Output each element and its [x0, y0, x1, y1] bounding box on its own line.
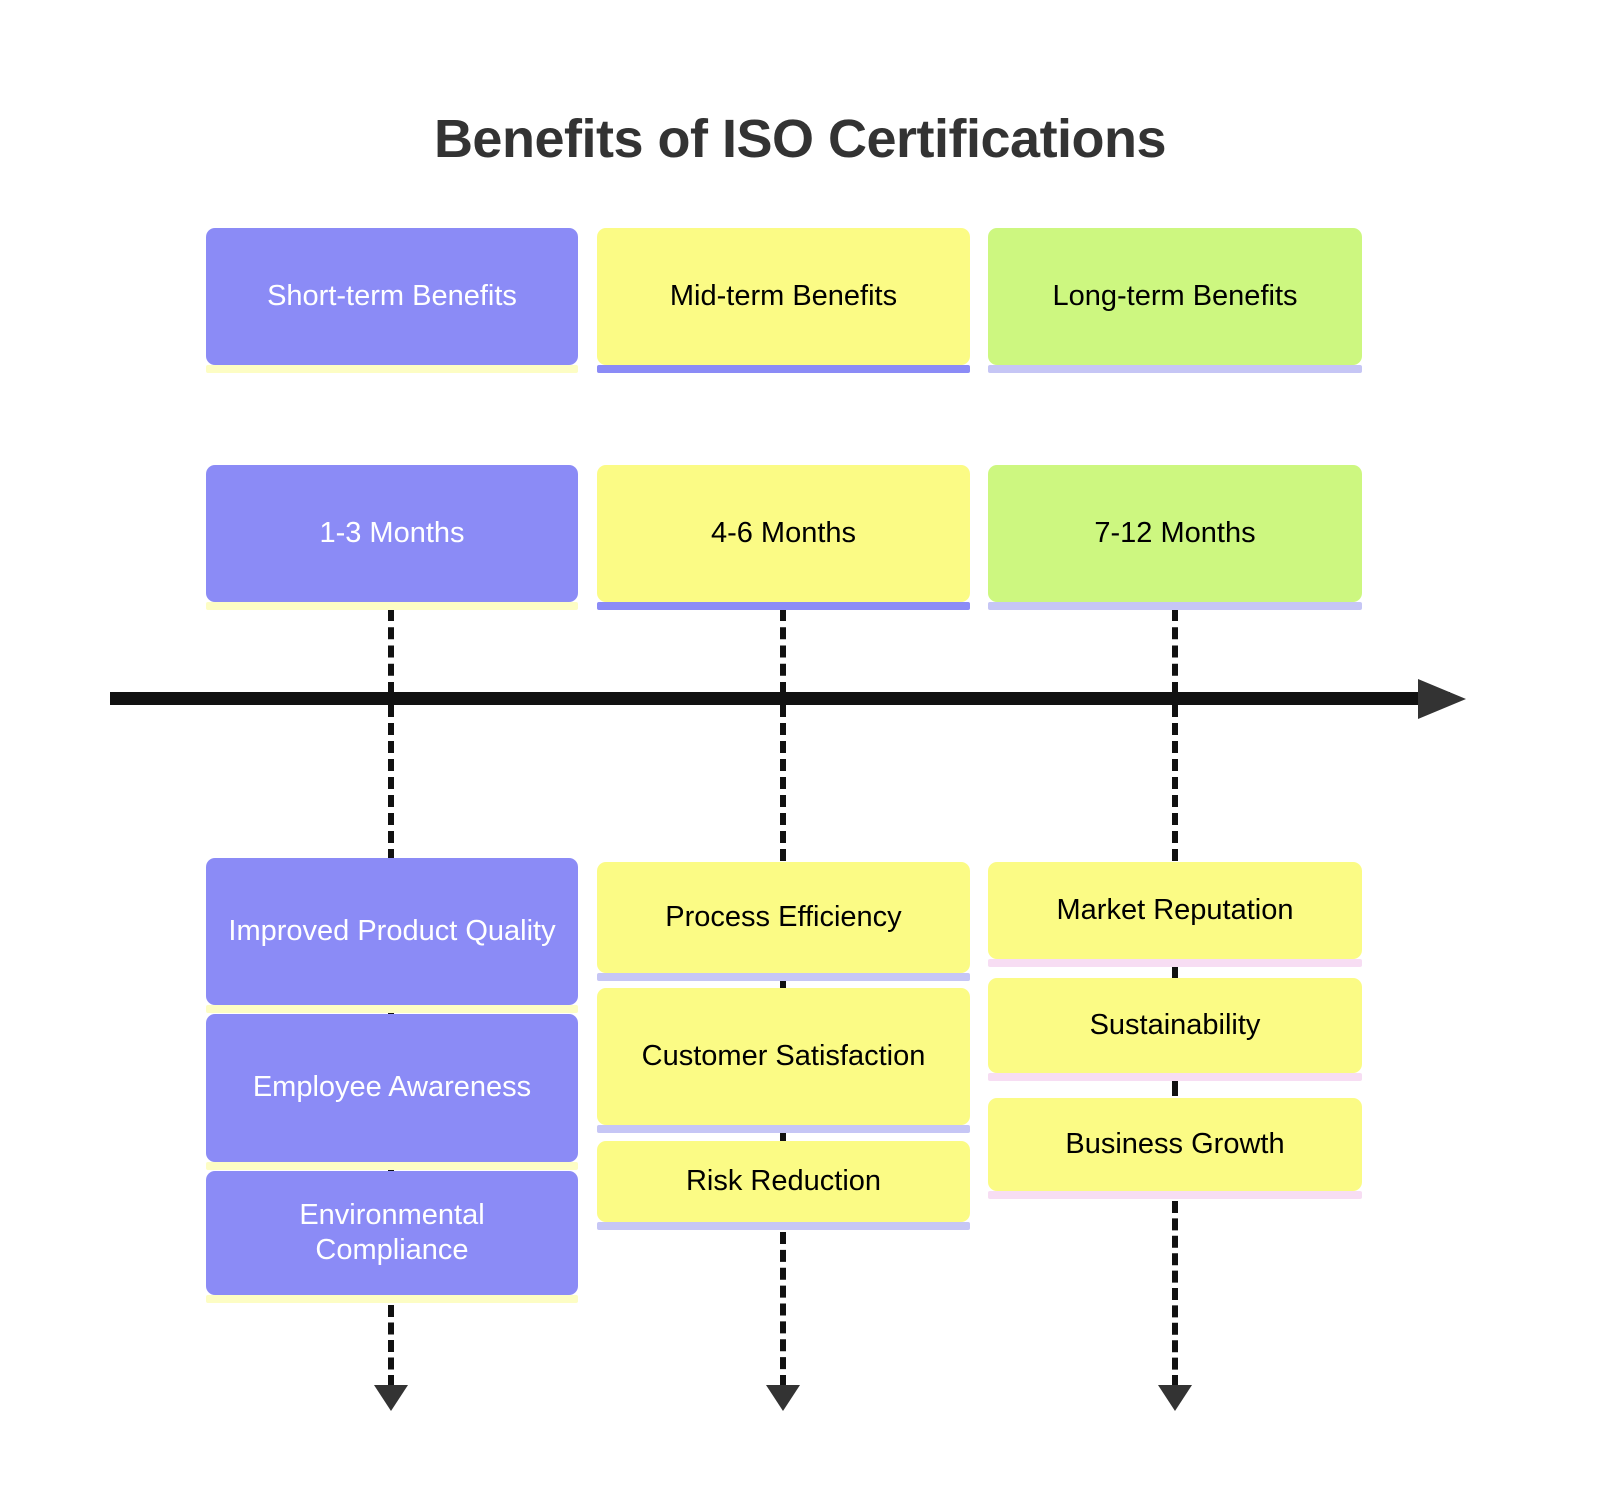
connector-line-col1-lower [388, 705, 394, 861]
timeframe-4-6-months: 4-6 Months [597, 465, 970, 602]
benefit-card: Environmental Compliance [206, 1171, 578, 1295]
timeframe-accent-bar [206, 602, 578, 610]
benefit-accent-bar [597, 1222, 970, 1230]
column-header-label: Long-term Benefits [1052, 279, 1298, 312]
connector-line-col3-gap2 [1172, 1073, 1178, 1096]
connector-arrowhead-col3 [1158, 1385, 1192, 1411]
benefit-accent-bar [988, 1073, 1362, 1081]
connector-line-col3-lower [1172, 705, 1178, 861]
column-header-label: Short-term Benefits [267, 279, 517, 312]
benefit-card: Employee Awareness [206, 1014, 578, 1162]
column-header-long-term: Long-term Benefits [988, 228, 1362, 365]
timeframe-label: 7-12 Months [1094, 516, 1256, 549]
column-header-label: Mid-term Benefits [669, 279, 898, 312]
connector-line-col3-gap1 [1172, 959, 1178, 981]
connector-line-col2-lower [780, 705, 786, 861]
connector-line-col2-upper [780, 609, 786, 694]
connector-line-col1-gap1 [388, 1005, 394, 1021]
benefit-label: Improved Product Quality [228, 914, 556, 947]
benefit-label: Customer Satisfaction [641, 1039, 926, 1072]
timeframe-label: 4-6 Months [710, 516, 857, 549]
timeline-axis [110, 692, 1450, 705]
timeframe-1-3-months: 1-3 Months [206, 465, 578, 602]
connector-line-col3-tail [1172, 1201, 1178, 1387]
benefit-accent-bar [988, 1191, 1362, 1199]
benefit-accent-bar [988, 959, 1362, 967]
connector-line-col1-tail [388, 1305, 394, 1387]
benefit-label: Risk Reduction [685, 1164, 882, 1197]
benefit-label: Business Growth [1065, 1127, 1285, 1160]
benefit-label: Environmental Compliance [299, 1198, 485, 1266]
timeframe-accent-bar [988, 602, 1362, 610]
benefit-card: Business Growth [988, 1098, 1362, 1191]
timeframe-accent-bar [597, 602, 970, 610]
benefit-label: Employee Awareness [252, 1071, 532, 1104]
benefit-accent-bar [206, 1162, 578, 1170]
page-title: Benefits of ISO Certifications [433, 109, 1167, 169]
benefit-accent-bar [206, 1295, 578, 1303]
timeframe-7-12-months: 7-12 Months [988, 465, 1362, 602]
benefit-card: Customer Satisfaction [597, 988, 970, 1125]
benefit-accent-bar [597, 973, 970, 981]
connector-line-col2-tail [780, 1232, 786, 1387]
connector-line-col3-upper [1172, 609, 1178, 694]
connector-line-col1-gap2 [388, 1162, 394, 1178]
connector-arrowhead-col2 [766, 1385, 800, 1411]
benefit-label: Sustainability [1089, 1008, 1261, 1041]
connector-line-col2-gap2 [780, 1125, 786, 1147]
benefit-accent-bar [206, 1005, 578, 1013]
column-header-short-term: Short-term Benefits [206, 228, 578, 365]
benefit-card: Sustainability [988, 978, 1362, 1073]
timeline-arrowhead-icon [1418, 679, 1466, 719]
benefit-label: Market Reputation [1056, 893, 1294, 926]
timeframe-label: 1-3 Months [319, 516, 465, 549]
benefit-accent-bar [597, 1125, 970, 1133]
column-header-mid-term: Mid-term Benefits [597, 228, 970, 365]
connector-line-col2-gap1 [780, 973, 786, 995]
column-header-accent-bar [206, 365, 578, 373]
column-header-accent-bar [988, 365, 1362, 373]
benefit-card: Risk Reduction [597, 1141, 970, 1222]
benefit-label: Process Efficiency [665, 900, 902, 933]
benefit-card: Market Reputation [988, 862, 1362, 959]
connector-line-col1-upper [388, 609, 394, 694]
connector-arrowhead-col1 [374, 1385, 408, 1411]
column-header-accent-bar [597, 365, 970, 373]
benefit-card: Improved Product Quality [206, 858, 578, 1005]
benefit-card: Process Efficiency [597, 862, 970, 973]
